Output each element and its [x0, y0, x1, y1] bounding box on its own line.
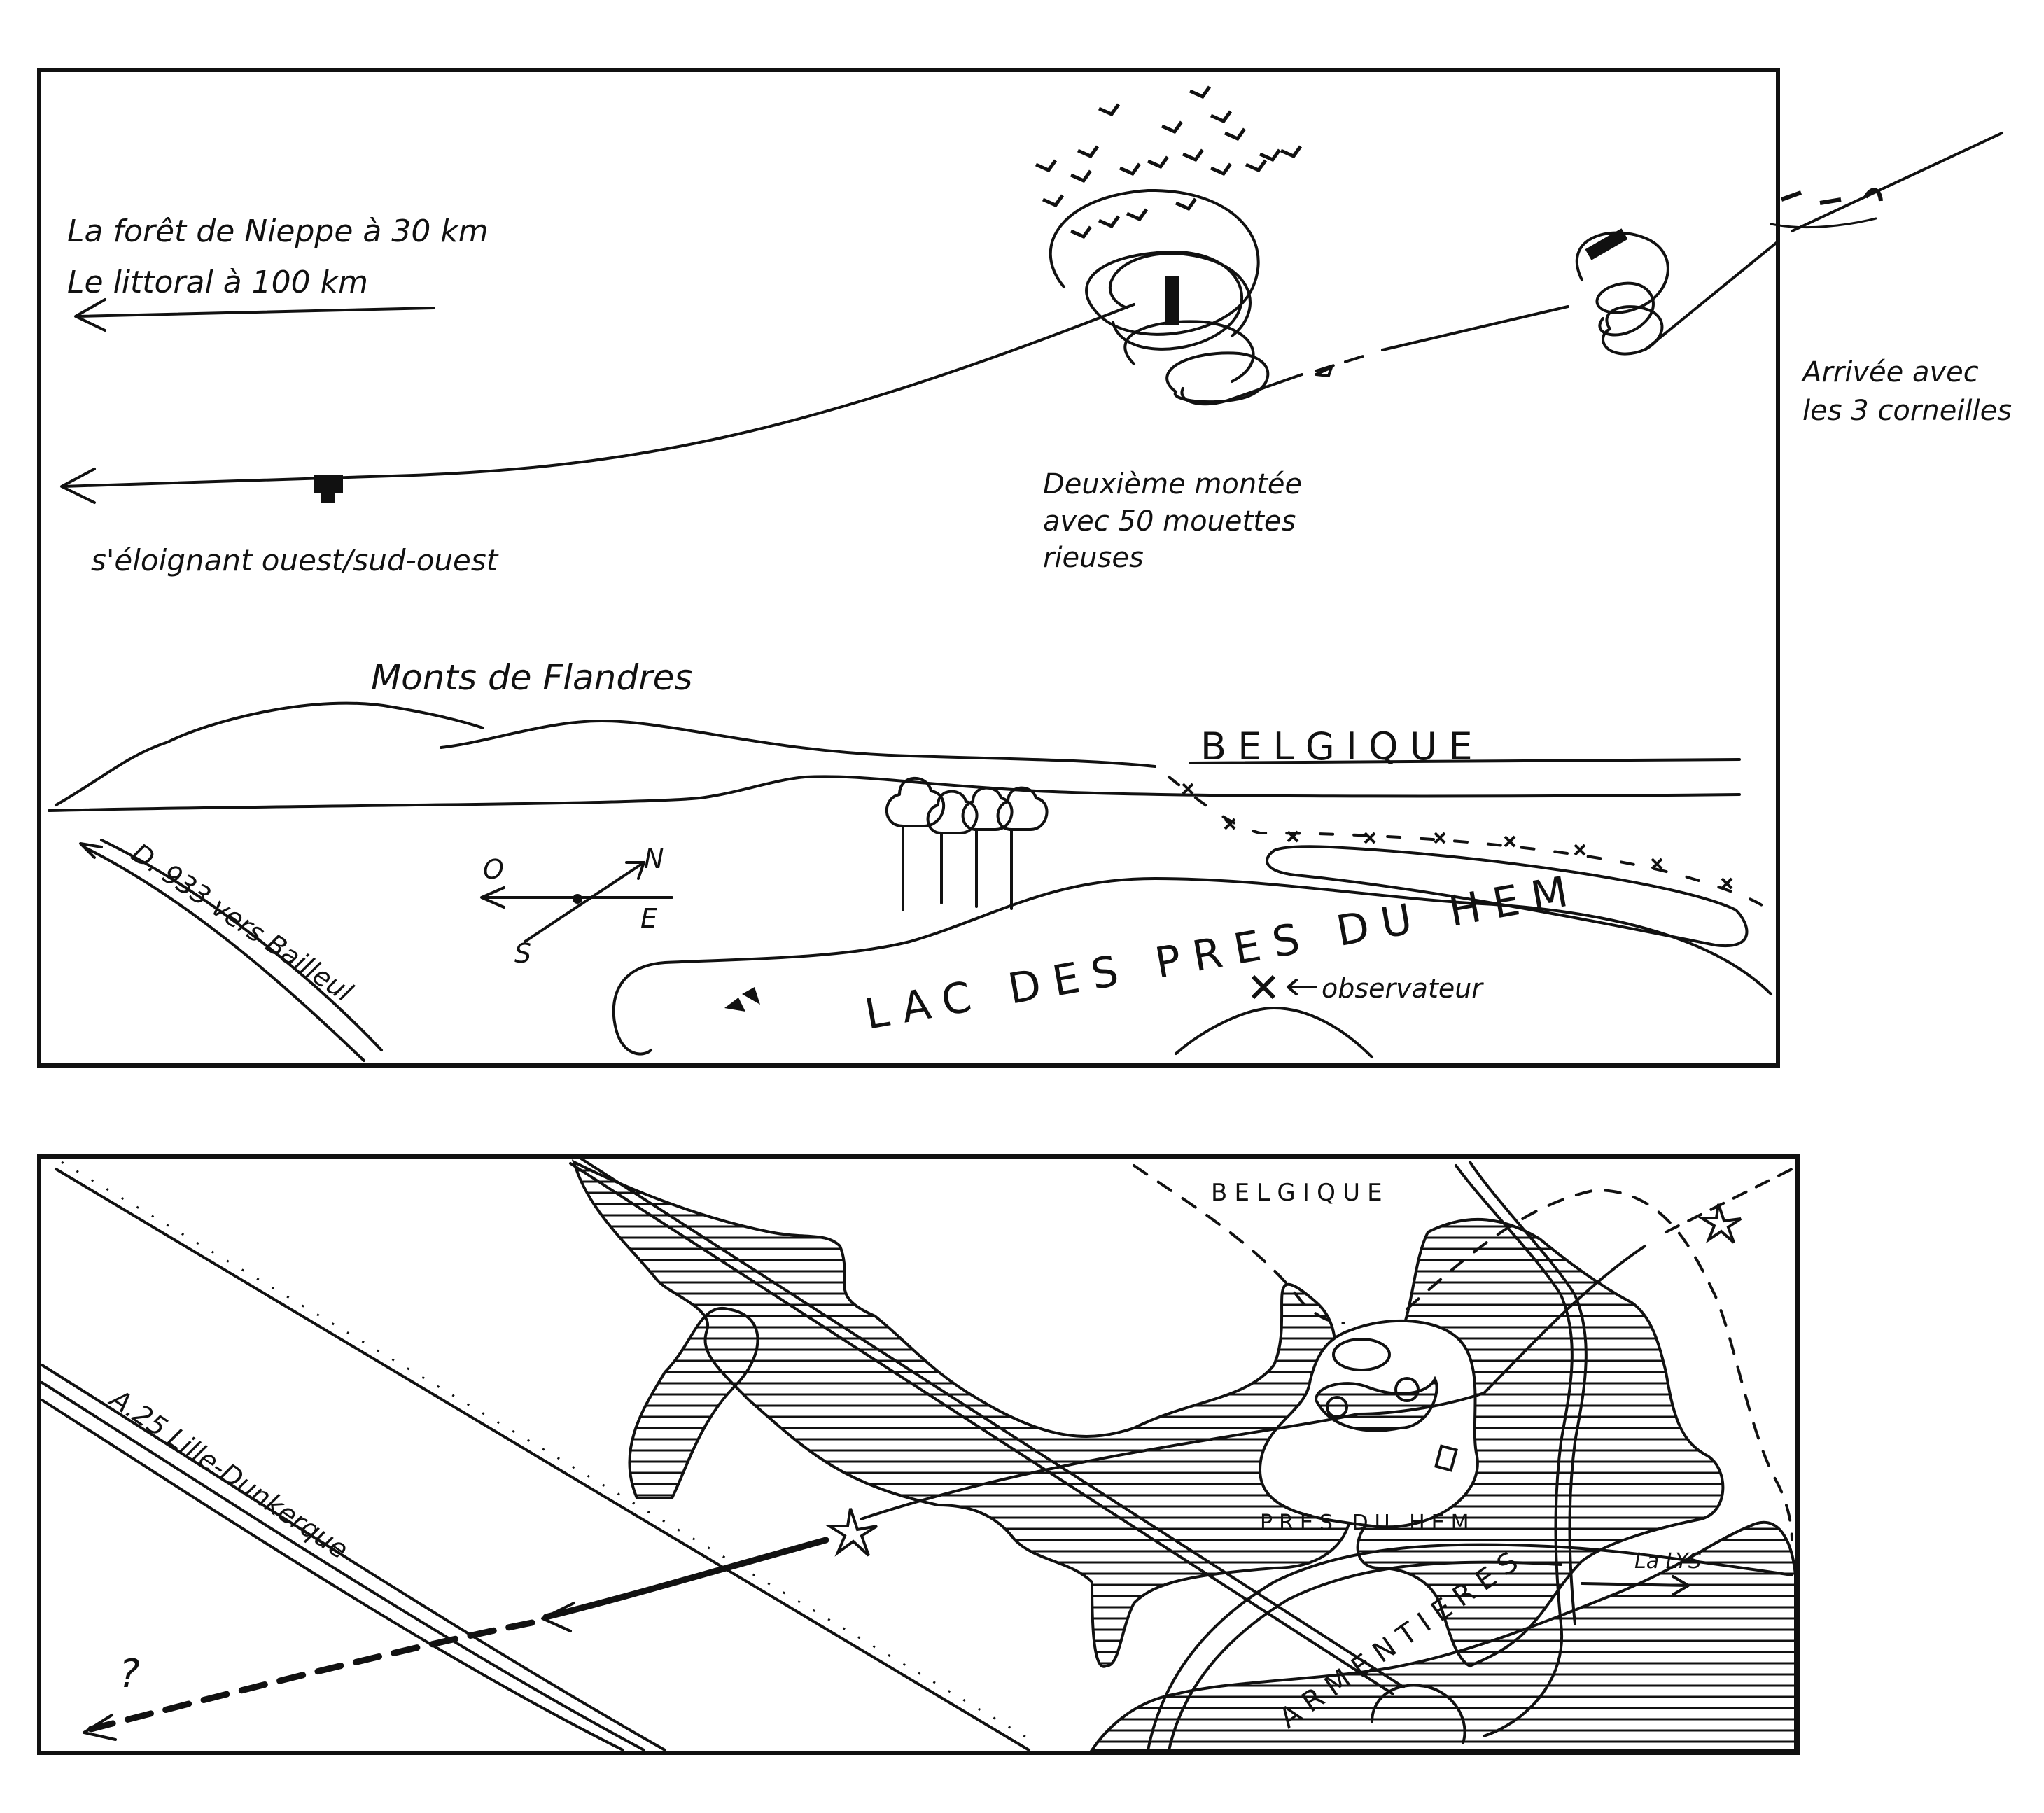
distance-arrow	[74, 298, 435, 332]
gull-icons	[1035, 85, 1303, 239]
compass-icon	[480, 861, 673, 943]
crow-spiral	[1315, 188, 1883, 377]
top-sketch-frame	[37, 68, 1780, 1068]
hill-silhouette	[48, 701, 1741, 812]
ducks-icon	[724, 987, 760, 1011]
lake-label: LAC DES PRES DU HEM	[861, 865, 1583, 1040]
aircraft-icon-bottom-1	[825, 1508, 878, 1557]
road-d933	[79, 839, 383, 1062]
highway-a25	[41, 1364, 666, 1751]
flight-path	[60, 132, 2003, 504]
deuxieme-line-1: Deuxième montée	[1043, 468, 1302, 500]
railway-west	[55, 1161, 1037, 1751]
water-inlet	[628, 1306, 760, 1499]
observer-marker	[1251, 974, 1317, 1000]
monts-label: Monts de Flandres	[371, 657, 692, 698]
elongated-lake	[1266, 845, 1749, 948]
compass-north: N	[644, 844, 664, 874]
observer-peninsula	[1175, 1007, 1373, 1058]
eloignant-text: s'éloignant ouest/sud-ouest	[91, 543, 499, 578]
observer-label: observateur	[1322, 973, 1484, 1004]
belgique-top-label: BELGIQUE	[1200, 724, 1484, 769]
compass-west: O	[483, 854, 504, 885]
bottom-map-frame	[37, 1154, 1800, 1755]
object-icon-departing	[314, 475, 343, 503]
littoral-distance-text: Le littoral à 100 km	[67, 265, 368, 300]
crow-icons	[1780, 188, 1883, 205]
pond-north	[1332, 1338, 1391, 1371]
arrivee-line-1: Arrivée avec	[1800, 356, 1979, 388]
arrivee-line-2: les 3 corneilles	[1802, 395, 2012, 427]
aircraft-icon-bottom-2	[1696, 1203, 1742, 1244]
lys-label: La LYS	[1634, 1549, 1702, 1574]
border-line-bottom	[1133, 1164, 1793, 1541]
pres-label: PRES DU HEM	[1260, 1511, 1475, 1535]
deuxieme-line-3: rieuses	[1043, 542, 1144, 574]
compass-south: S	[514, 938, 531, 969]
foret-distance-text: La forêt de Nieppe à 30 km	[67, 214, 489, 249]
border-line-top	[1168, 776, 1769, 911]
belgique-bottom-label: BELGIQUE	[1211, 1179, 1390, 1207]
town-roads	[1147, 1161, 1793, 1751]
compass-east: E	[640, 903, 657, 934]
gull-spiral	[1035, 85, 1303, 406]
building-icon	[1434, 1444, 1458, 1472]
deuxieme-line-2: avec 50 mouettes	[1043, 505, 1296, 538]
top-sketch-panel: La forêt de Nieppe à 30 km Le littoral à…	[37, 68, 2012, 1068]
road-d933-label: D. 933 vers Bailleul	[126, 837, 358, 1008]
railway-central	[569, 1157, 1405, 1695]
lake-outline	[612, 877, 1772, 1056]
tree-cluster-icon	[885, 776, 1049, 911]
unknown-marker: ?	[119, 1651, 140, 1697]
bottom-map-panel: A.25 Lille-Dunkerque BELGIQUE	[37, 1154, 1800, 1755]
highway-label: A.25 Lille-Dunkerque	[103, 1382, 354, 1564]
flight-path-bottom	[83, 1168, 1793, 1741]
